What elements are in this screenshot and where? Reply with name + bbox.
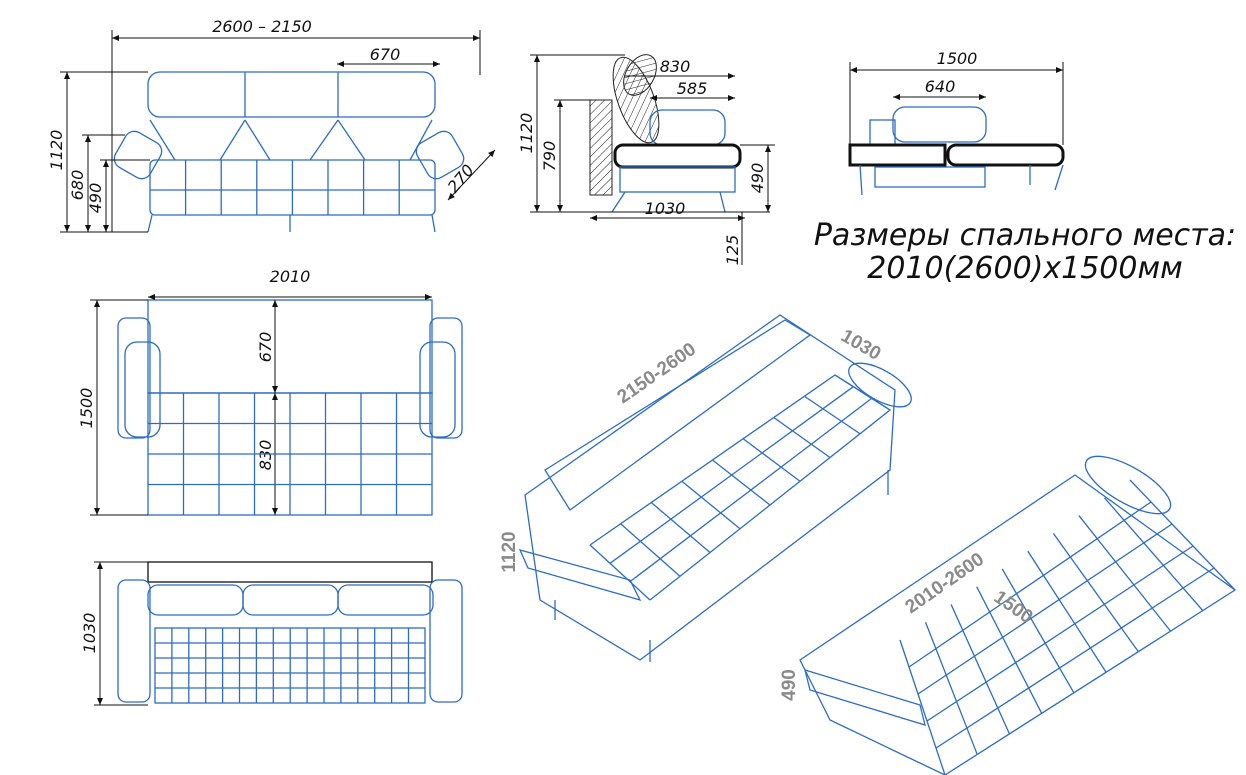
dim-seat-height: 490	[86, 183, 105, 214]
cushion-seam	[1052, 532, 1139, 653]
cushion-seam	[620, 523, 681, 577]
dim-back-angle: 830	[660, 57, 691, 76]
dim-height: 1120	[47, 130, 66, 171]
cushion-seam	[712, 459, 771, 506]
bed-side-view: 1500 640	[848, 49, 1065, 196]
cushion-seam	[742, 438, 801, 482]
dim-headrest-width: 670	[370, 45, 401, 64]
cushion-seam	[1001, 568, 1075, 694]
dim-bed-headrest: 640	[925, 77, 956, 96]
dim-back-depth: 670	[256, 332, 275, 363]
dim-top-depth: 1500	[77, 388, 96, 429]
dim-side-height: 1120	[517, 113, 536, 154]
cushion-seam	[1129, 479, 1236, 591]
cushion-seam	[1027, 550, 1107, 673]
front-view: 2600 – 2150 670 1120 680 490 270	[47, 17, 496, 233]
sleeping-area-title: Размеры спального места:	[814, 218, 1236, 253]
cushion-seam	[976, 586, 1043, 714]
cushion-seam	[1078, 515, 1172, 632]
bottom-view: 1030	[80, 561, 463, 706]
dim-top-width: 2010	[270, 267, 311, 286]
cushion-seam	[650, 502, 711, 553]
cushion-seam	[804, 395, 861, 435]
isometric-sofa: 2150-2600 1030 1120	[499, 314, 912, 662]
cushion-seam	[609, 386, 854, 564]
dim-arm-height: 680	[68, 170, 87, 201]
dim-headrest-depth: 585	[677, 79, 708, 98]
cushion-seam	[950, 604, 1011, 735]
dim-leg-height: 125	[723, 235, 742, 266]
cushion-seam	[908, 501, 1152, 668]
cushion-seam	[681, 480, 741, 530]
dim-depth: 1030	[645, 199, 686, 218]
cushion-seam	[589, 544, 651, 601]
dim-side-seat-height: 490	[748, 163, 767, 194]
isometric-bed: 2010-2600 1500 490	[779, 455, 1237, 775]
cushion-seam	[917, 523, 1173, 695]
cushion-seam	[899, 639, 946, 775]
cushion-seam	[1103, 497, 1204, 611]
cushion-seam	[629, 397, 873, 583]
iso-sofa-depth: 1030	[837, 326, 884, 365]
iso-bed-height: 490	[779, 669, 800, 701]
dim-back-height: 790	[540, 141, 559, 172]
sleeping-area-size: 2010(2600)x1500мм	[867, 251, 1182, 286]
iso-bed-width: 1500	[990, 587, 1037, 628]
dim-headrest-tilt: 270	[444, 161, 478, 197]
cushion-seam	[773, 416, 831, 459]
dim-bottom-depth: 1030	[80, 613, 99, 654]
iso-sofa-height: 1120	[499, 531, 520, 572]
cushion-seam	[834, 374, 891, 411]
dim-seat-depth: 830	[256, 440, 275, 471]
cushion-seam	[924, 621, 978, 755]
cushion-seam	[926, 545, 1194, 722]
top-view: 2010 1500 670 830	[77, 267, 463, 516]
iso-sofa-length: 2150-2600	[614, 339, 700, 408]
side-view: 1120 790 830 585 490 1030 125	[517, 54, 775, 266]
dim-bed-width: 1500	[937, 49, 978, 68]
cushion-seam	[935, 567, 1215, 749]
dim-overall-width: 2600 – 2150	[212, 17, 312, 36]
